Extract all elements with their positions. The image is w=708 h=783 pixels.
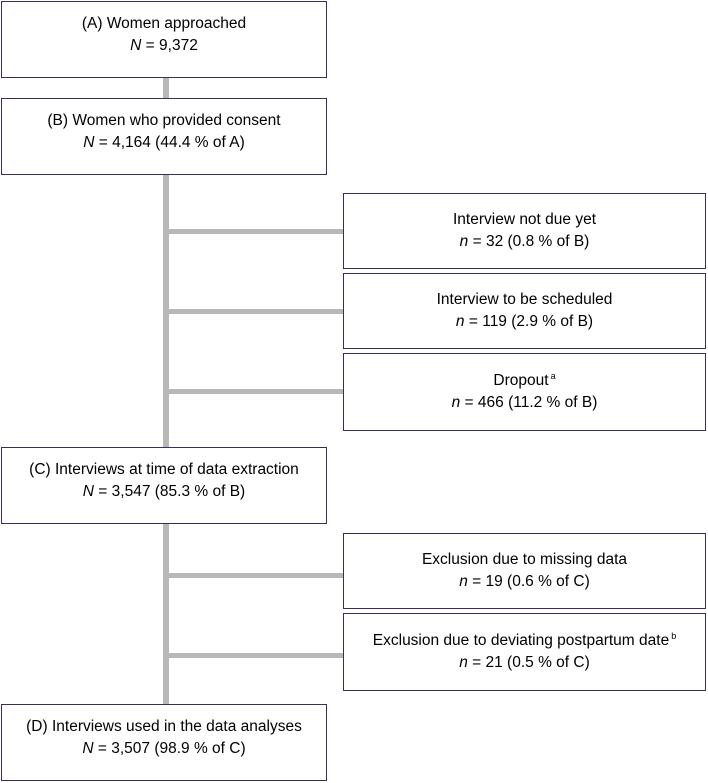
box-d-count: N = 3,507 (98.9 % of C) bbox=[82, 740, 246, 757]
branch-missing bbox=[163, 573, 345, 578]
not-due-label: Interview not due yet bbox=[452, 211, 597, 228]
not-due-count: n = 32 (0.8 % of B) bbox=[459, 233, 590, 250]
box-c-interviews-extraction: (C) Interviews at time of data extractio… bbox=[1, 447, 327, 524]
box-c-count: N = 3,547 (85.3 % of B) bbox=[82, 483, 246, 500]
dropout-count: n = 466 (11.2 % of B) bbox=[451, 394, 598, 411]
box-exclusion-missing-data: Exclusion due to missing data n = 19 (0.… bbox=[343, 533, 706, 609]
deviating-label: Exclusion due to deviating postpartum da… bbox=[372, 630, 677, 649]
box-interview-not-due: Interview not due yet n = 32 (0.8 % of B… bbox=[343, 193, 706, 269]
box-b-label: (B) Women who provided consent bbox=[47, 112, 281, 129]
box-b-consent: (B) Women who provided consent N = 4,164… bbox=[1, 98, 327, 175]
box-b-count: N = 4,164 (44.4 % of A) bbox=[83, 134, 245, 151]
branch-to-schedule bbox=[163, 309, 345, 314]
box-c-label: (C) Interviews at time of data extractio… bbox=[29, 461, 299, 478]
box-d-label: (D) Interviews used in the data analyses bbox=[26, 718, 302, 735]
box-a-count: N = 9,372 bbox=[130, 37, 198, 54]
connector-a-b bbox=[163, 77, 169, 99]
connector-c-d bbox=[163, 523, 169, 706]
to-schedule-label: Interview to be scheduled bbox=[436, 291, 613, 308]
box-interview-to-schedule: Interview to be scheduled n = 119 (2.9 %… bbox=[343, 273, 706, 349]
branch-deviating bbox=[163, 653, 345, 658]
box-a-women-approached: (A) Women approached N = 9,372 bbox=[1, 1, 327, 78]
branch-not-due bbox=[163, 229, 345, 234]
box-a-label: (A) Women approached bbox=[81, 15, 247, 32]
to-schedule-count: n = 119 (2.9 % of B) bbox=[455, 313, 594, 330]
dropout-footnote-mark: a bbox=[550, 370, 556, 381]
branch-dropout bbox=[163, 389, 345, 394]
deviating-footnote-mark: b bbox=[671, 630, 677, 641]
deviating-count: n = 21 (0.5 % of C) bbox=[459, 654, 590, 671]
box-d-interviews-analyses: (D) Interviews used in the data analyses… bbox=[1, 704, 327, 781]
box-exclusion-deviating-date: Exclusion due to deviating postpartum da… bbox=[343, 613, 706, 691]
missing-count: n = 19 (0.6 % of C) bbox=[459, 573, 590, 590]
missing-label: Exclusion due to missing data bbox=[421, 551, 628, 568]
